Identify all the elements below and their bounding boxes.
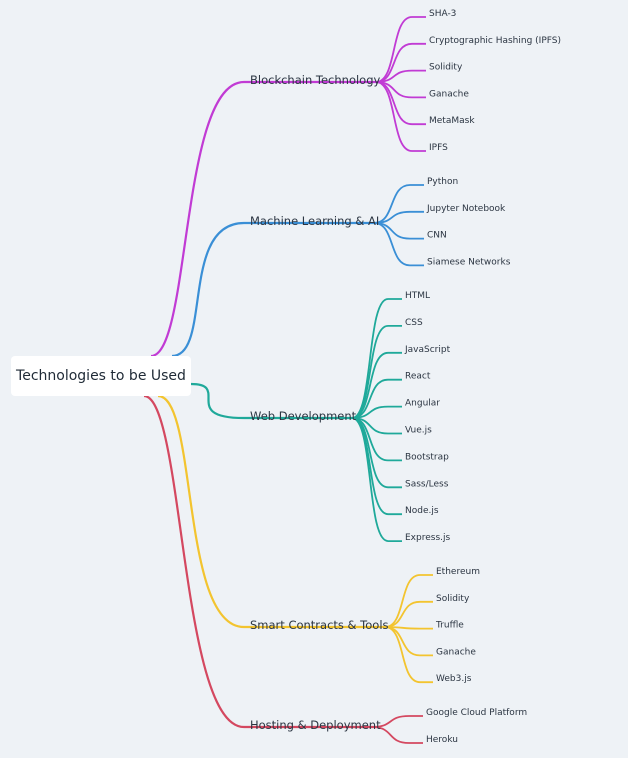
leaf-label[interactable]: CNN xyxy=(427,231,447,241)
leaf-connector xyxy=(384,626,433,684)
leaf-label[interactable]: SHA-3 xyxy=(429,9,456,19)
branch-connector xyxy=(150,80,245,358)
leaf-label[interactable]: Ganache xyxy=(429,89,469,99)
leaf-label[interactable]: Python xyxy=(427,177,458,187)
leaf-label[interactable]: HTML xyxy=(405,291,430,301)
branch-connector xyxy=(171,221,245,358)
label-layer: Blockchain Technology SHA-3Cryptographic … xyxy=(250,9,561,745)
leaf-label[interactable]: Web3.js xyxy=(436,674,472,684)
leaf-label[interactable]: Google Cloud Platform xyxy=(426,708,527,718)
leaf-connector xyxy=(373,184,424,224)
leaf-connector xyxy=(384,574,433,628)
branch-label[interactable]: Web Development xyxy=(250,409,357,423)
leaf-label[interactable]: Jupyter Notebook xyxy=(426,204,506,214)
leaf-label[interactable]: React xyxy=(405,372,431,382)
branch-connector xyxy=(157,394,245,629)
leaf-label[interactable]: MetaMask xyxy=(429,116,475,126)
leaf-label[interactable]: Ethereum xyxy=(436,567,480,577)
leaf-connector xyxy=(375,81,426,126)
leaf-connector xyxy=(351,378,402,419)
leaf-label[interactable]: Express.js xyxy=(405,533,451,543)
leaf-label[interactable]: Truffle xyxy=(435,621,464,631)
leaf-label[interactable]: Bootstrap xyxy=(405,452,449,462)
leaf-label[interactable]: Siamese Networks xyxy=(427,257,511,267)
leaf-connector xyxy=(371,726,423,744)
connector-layer xyxy=(143,16,433,744)
leaf-label[interactable]: Cryptographic Hashing (IPFS) xyxy=(429,36,561,46)
leaf-connector xyxy=(351,325,402,419)
leaf-label[interactable]: Angular xyxy=(405,399,440,409)
branch-label[interactable]: Machine Learning & AI xyxy=(250,214,379,228)
leaf-label[interactable]: Solidity xyxy=(436,594,470,604)
leaf-connector xyxy=(351,417,402,516)
root-node[interactable]: Technologies to be Used xyxy=(11,356,191,396)
leaf-connector xyxy=(375,16,426,83)
leaf-connector xyxy=(351,417,402,542)
leaf-label[interactable]: CSS xyxy=(405,318,423,328)
leaf-label[interactable]: Vue.js xyxy=(405,426,432,436)
leaf-label[interactable]: Ganache xyxy=(436,647,476,657)
leaf-label[interactable]: Solidity xyxy=(429,63,463,73)
leaf-label[interactable]: JavaScript xyxy=(404,345,451,355)
leaf-label[interactable]: Node.js xyxy=(405,506,439,516)
root-node-label: Technologies to be Used xyxy=(16,368,186,384)
leaf-connector xyxy=(375,42,426,83)
leaf-label[interactable]: Sass/Less xyxy=(405,479,449,489)
branch-label[interactable]: Hosting & Deployment xyxy=(250,718,381,732)
branch-label[interactable]: Blockchain Technology xyxy=(250,73,381,87)
branch-connector xyxy=(143,394,245,729)
leaf-connector xyxy=(384,626,433,657)
leaf-connector xyxy=(375,81,426,152)
leaf-connector xyxy=(351,351,402,419)
leaf-connector xyxy=(351,298,402,419)
branch-connector xyxy=(190,382,245,420)
leaf-connector xyxy=(384,600,433,628)
leaf-connector xyxy=(351,417,402,489)
leaf-connector xyxy=(373,222,424,267)
branch-label[interactable]: Smart Contracts & Tools xyxy=(250,618,389,632)
leaf-label[interactable]: IPFS xyxy=(429,143,448,153)
leaf-label[interactable]: Heroku xyxy=(426,735,458,745)
